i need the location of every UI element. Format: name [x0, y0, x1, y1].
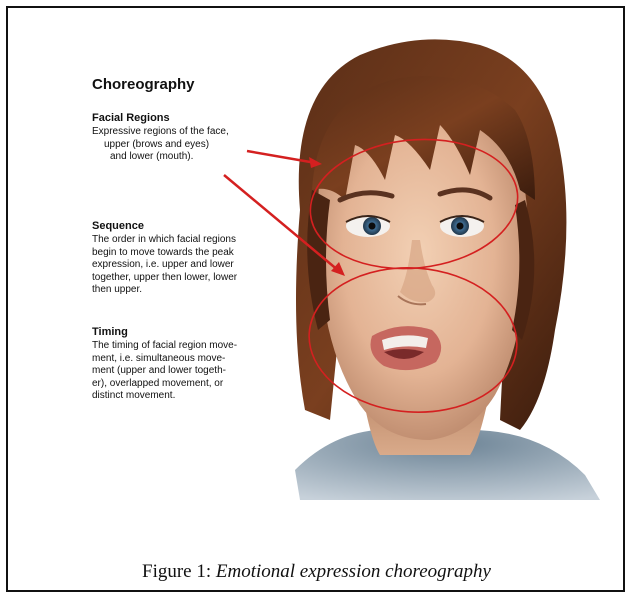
text-line: The order in which facial regions — [92, 234, 297, 247]
section-facial-regions: Facial Regions Expressive regions of the… — [92, 112, 297, 164]
section-body: The timing of facial region move- ment, … — [92, 340, 297, 403]
section-sequence: Sequence The order in which facial regio… — [92, 220, 297, 297]
text-line: The timing of facial region move- — [92, 340, 297, 353]
figure-caption: Figure 1: Emotional expression choreogra… — [0, 561, 633, 583]
mouth — [371, 326, 442, 370]
section-title: Facial Regions — [92, 112, 297, 124]
caption-title: Emotional expression choreography — [216, 561, 491, 582]
text-line: begin to move towards the peak — [92, 247, 297, 260]
figure-heading: Choreography — [92, 76, 195, 93]
text-line: then upper. — [92, 284, 297, 297]
section-title: Timing — [92, 326, 297, 338]
caption-label: Figure 1: — [142, 561, 211, 582]
section-body: The order in which facial regions begin … — [92, 234, 297, 297]
text-line: together, upper then lower, lower — [92, 272, 297, 285]
text-line: ment, i.e. simultaneous move- — [92, 353, 297, 366]
text-line: Expressive regions of the face, — [92, 126, 297, 139]
text-line: and lower (mouth). — [92, 151, 297, 164]
section-timing: Timing The timing of facial region move-… — [92, 326, 297, 403]
section-title: Sequence — [92, 220, 297, 232]
text-line: distinct movement. — [92, 390, 297, 403]
section-body: Expressive regions of the face, upper (b… — [92, 126, 297, 164]
text-line: expression, i.e. upper and lower — [92, 259, 297, 272]
right-pupil — [457, 223, 464, 230]
text-line: er), overlapped movement, or — [92, 378, 297, 391]
text-line: ment (upper and lower togeth- — [92, 365, 297, 378]
left-pupil — [369, 223, 376, 230]
text-line: upper (brows and eyes) — [92, 139, 297, 152]
